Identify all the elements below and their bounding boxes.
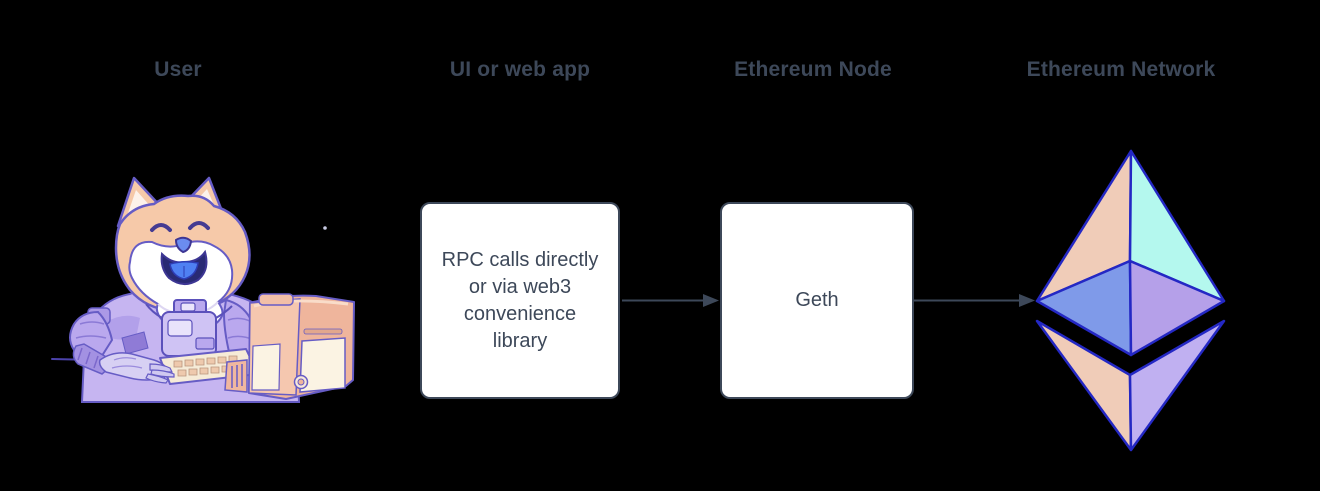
arrow-webapp-to-node bbox=[622, 294, 719, 307]
doge-chest-pack bbox=[145, 299, 233, 357]
geth-box-text: Geth bbox=[795, 289, 839, 311]
computer-handle bbox=[258, 293, 294, 306]
column-label-user: User bbox=[154, 58, 202, 81]
doge-nose bbox=[174, 236, 193, 254]
geth-box: Geth bbox=[720, 202, 914, 399]
column-label-network: Ethereum Network bbox=[1026, 58, 1216, 81]
arrow-node-to-network bbox=[914, 294, 1035, 307]
webapp-box: RPC calls directly or via web3 convenien… bbox=[420, 202, 620, 399]
doge-left-glove bbox=[98, 352, 175, 384]
retro-computer bbox=[224, 293, 355, 400]
webapp-box-text: RPC calls directly or via web3 convenien… bbox=[441, 248, 599, 352]
computer-vent-block bbox=[224, 359, 248, 393]
column-label-node: Ethereum Node bbox=[734, 58, 892, 81]
eth-face-mid-right bbox=[1128, 259, 1226, 357]
eth-face-bottom-right bbox=[1128, 319, 1226, 452]
ethereum-logo-icon bbox=[1035, 149, 1226, 452]
column-label-webapp: UI or web app bbox=[449, 58, 591, 81]
doge-astronaut-illustration bbox=[51, 176, 355, 403]
doge-closed-eyes bbox=[150, 221, 210, 232]
computer-panel-left bbox=[251, 343, 281, 391]
sparkle-dot bbox=[323, 226, 327, 230]
